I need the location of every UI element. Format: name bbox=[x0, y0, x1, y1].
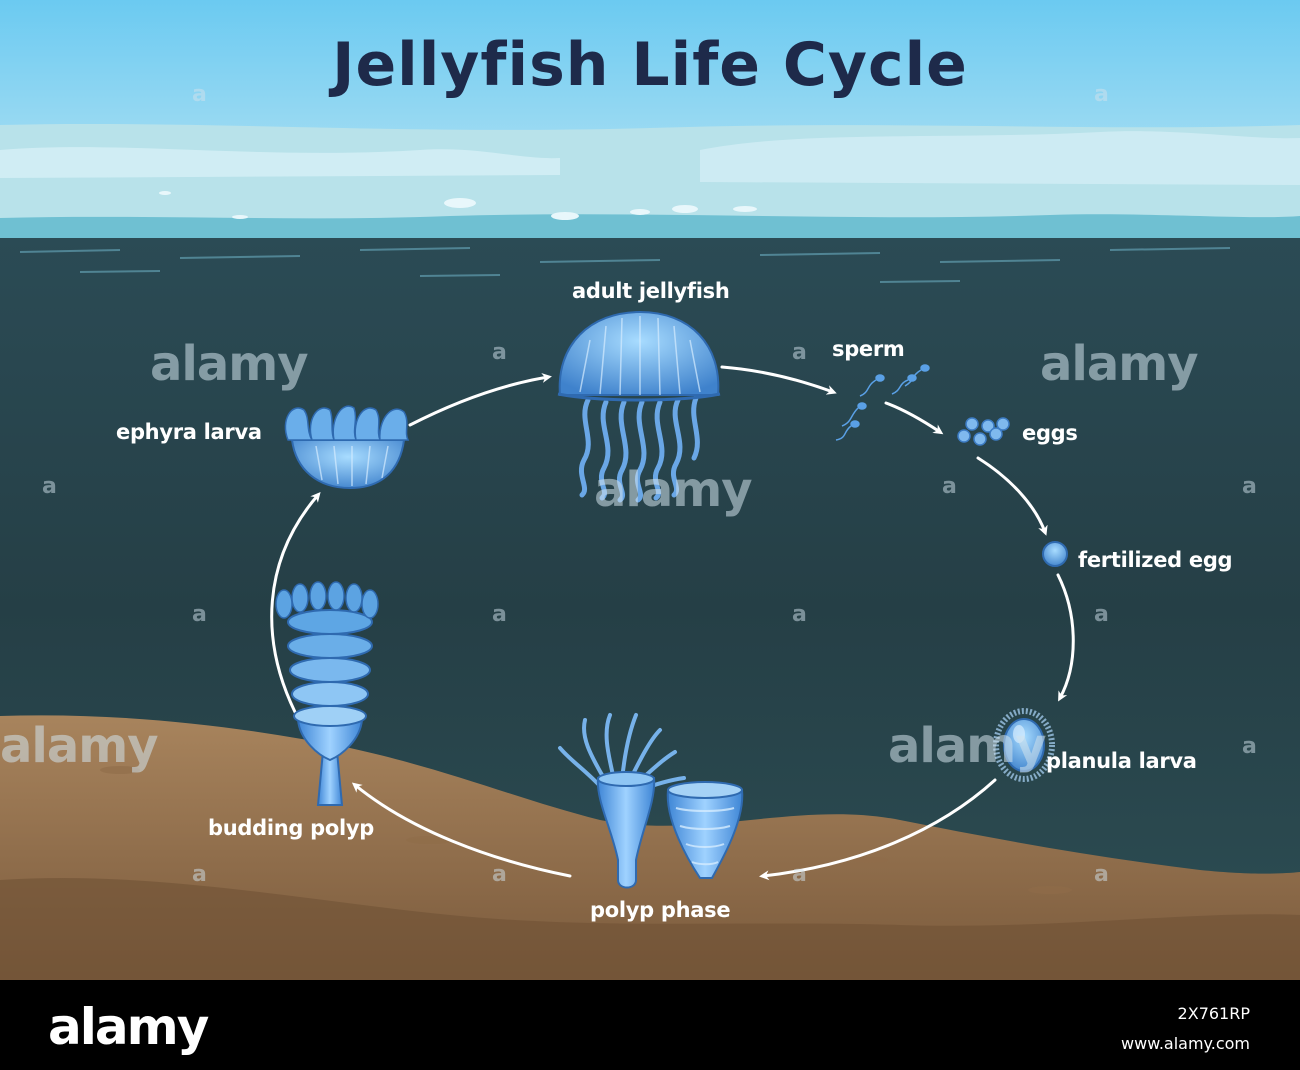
watermark-mark: a bbox=[492, 602, 507, 627]
watermark-text: alamy bbox=[150, 336, 309, 392]
watermark-text: alamy bbox=[888, 718, 1047, 774]
label-adult-jellyfish: adult jellyfish bbox=[572, 279, 730, 303]
surface-foam bbox=[159, 191, 757, 220]
adult-jellyfish-figure bbox=[557, 310, 721, 503]
watermark-mark: a bbox=[1094, 602, 1109, 627]
water-ripples bbox=[19, 247, 1231, 283]
fertilized-egg-figure bbox=[1042, 541, 1068, 567]
watermark-mark: a bbox=[1094, 82, 1109, 107]
watermark-text: alamy bbox=[0, 718, 159, 774]
watermark-mark: a bbox=[1242, 474, 1257, 499]
sperm-figure bbox=[835, 364, 930, 441]
watermark-mark: a bbox=[192, 602, 207, 627]
watermark-mark: a bbox=[792, 862, 807, 887]
arrow-adult-to-sperm bbox=[720, 365, 837, 395]
watermark-mark: a bbox=[792, 340, 807, 365]
cloud bbox=[0, 147, 560, 178]
watermark-mark: a bbox=[1094, 862, 1109, 887]
eggs-figure bbox=[957, 417, 1010, 446]
label-ephyra-larva: ephyra larva bbox=[116, 420, 262, 444]
jellyfish-tentacles bbox=[578, 395, 700, 503]
footer-logo: alamy bbox=[48, 998, 209, 1056]
arrow-budding-to-ephyra bbox=[270, 491, 321, 714]
diagram-title: Jellyfish Life Cycle bbox=[332, 30, 968, 100]
watermark-mark: a bbox=[492, 340, 507, 365]
polyp-phase-figure bbox=[558, 713, 744, 889]
watermark-text: alamy bbox=[594, 462, 753, 518]
watermark-mark: a bbox=[942, 474, 957, 499]
arrow-polyp-to-budding bbox=[351, 782, 572, 878]
label-planula-larva: planula larva bbox=[1046, 749, 1197, 773]
arrow-eggs-to-fertilized bbox=[976, 456, 1048, 536]
watermark-mark: a bbox=[492, 862, 507, 887]
label-sperm: sperm bbox=[832, 337, 905, 361]
watermark-mark: a bbox=[42, 474, 57, 499]
arrow-ephyra-to-adult bbox=[408, 373, 552, 427]
watermark-mark: a bbox=[192, 82, 207, 107]
cloud bbox=[700, 131, 1300, 185]
label-eggs: eggs bbox=[1022, 421, 1078, 445]
label-fertilized-egg: fertilized egg bbox=[1078, 548, 1233, 572]
watermark-mark: a bbox=[792, 602, 807, 627]
footer-bar bbox=[0, 980, 1300, 1070]
planula-larva-figure bbox=[993, 708, 1055, 782]
arrow-planula-to-polyp bbox=[759, 778, 997, 881]
surface-ridge bbox=[0, 214, 1300, 240]
ephyra-larva-figure bbox=[284, 405, 410, 490]
watermark-text: alamy bbox=[1040, 336, 1199, 392]
label-polyp-phase: polyp phase bbox=[590, 898, 731, 922]
watermark-mark: a bbox=[1242, 734, 1257, 759]
arrow-fertilized-to-planula bbox=[1056, 573, 1075, 702]
life-cycle-illustration bbox=[0, 0, 1300, 980]
watermark-mark: a bbox=[192, 862, 207, 887]
footer-image-id: 2X761RP bbox=[1177, 1004, 1250, 1023]
budding-polyp-figure bbox=[275, 581, 379, 806]
arrow-sperm-to-eggs bbox=[884, 401, 944, 435]
footer-url: www.alamy.com bbox=[1121, 1034, 1250, 1053]
seabed-shadow bbox=[0, 878, 1300, 980]
cycle-arrows bbox=[270, 365, 1075, 881]
label-budding-polyp: budding polyp bbox=[208, 816, 375, 840]
